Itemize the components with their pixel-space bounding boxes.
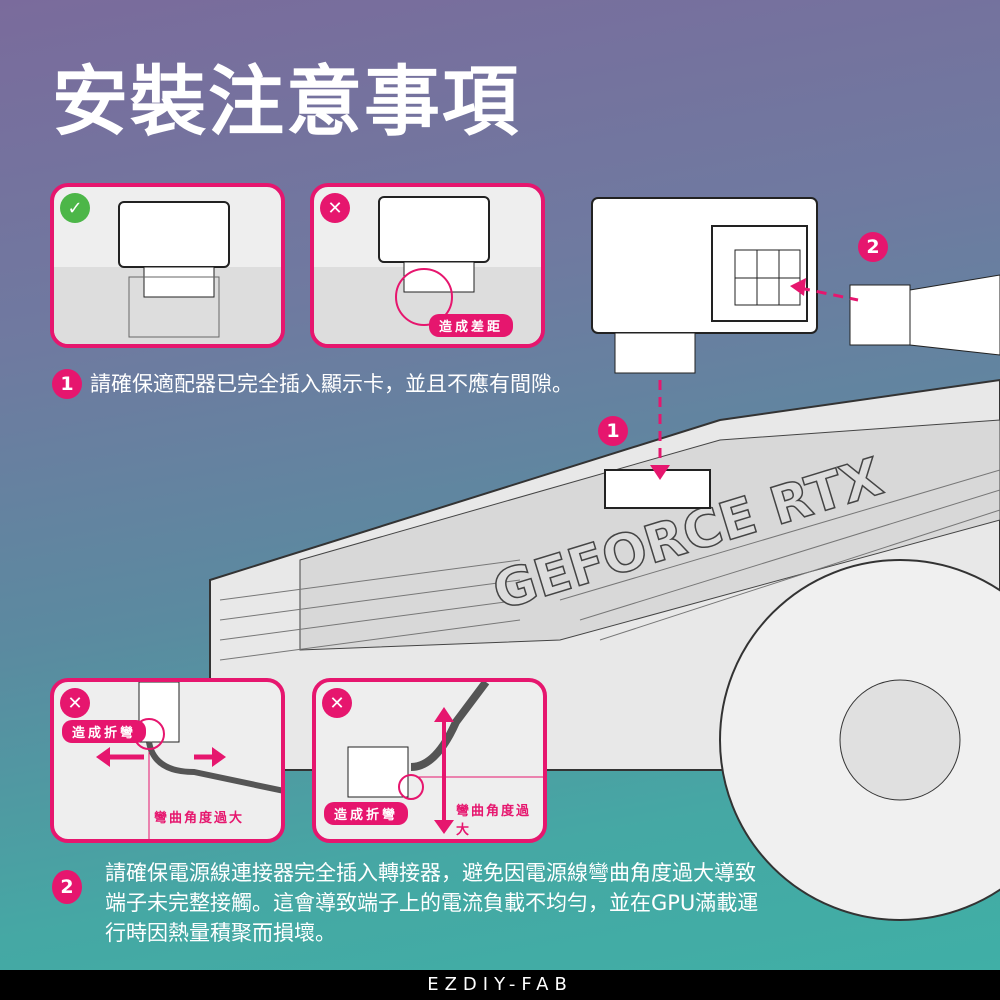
- adapter-illustration: [54, 201, 281, 344]
- footer-brand: EZDIY-FAB: [0, 970, 1000, 1000]
- gap-tag: 造成差距: [429, 314, 514, 337]
- x-icon: ✕: [322, 688, 352, 718]
- panel-gap-wrong: ✕ 造成差距: [310, 183, 545, 348]
- check-icon: ✓: [60, 193, 90, 223]
- step-2-number: 2: [52, 870, 82, 904]
- angle-label: 彎曲角度過大: [456, 804, 532, 838]
- x-icon: ✕: [60, 688, 90, 718]
- marker-1: 1: [598, 416, 628, 446]
- step-2-line: 行時因熱量積聚而損壞。: [105, 921, 336, 945]
- x-icon: ✕: [320, 193, 350, 223]
- bend-tag: 造成折彎: [62, 720, 147, 743]
- step-1-number: 1: [52, 369, 82, 399]
- marker-2: 2: [858, 232, 888, 262]
- step-2-text: 請確保電源線連接器完全插入轉接器，避免因電源線彎曲角度過大導致 端子未完整接觸。…: [105, 858, 758, 948]
- cable-bend-illustration: [96, 682, 281, 839]
- panel-bend-wrong-1: ✕ 造成折彎 彎曲角度過大: [50, 678, 285, 843]
- panel-correct-insertion: ✓: [50, 183, 285, 348]
- bend-tag: 造成折彎: [324, 802, 409, 825]
- cable-bend-illustration: [347, 682, 543, 834]
- step-1-text: 請確保適配器已完全插入顯示卡，並且不應有間隙。: [90, 372, 573, 396]
- panel-bend-wrong-2: ✕ 造成折彎 彎曲角度過大: [312, 678, 547, 843]
- angle-label: 彎曲角度過大: [154, 811, 245, 826]
- step-2-line: 請確保電源線連接器完全插入轉接器，避免因電源線彎曲角度過大導致: [105, 861, 756, 885]
- page-title: 安裝注意事項: [52, 57, 520, 146]
- step-2-line: 端子未完整接觸。這會導致端子上的電流負載不均勻，並在GPU滿載運: [105, 891, 759, 915]
